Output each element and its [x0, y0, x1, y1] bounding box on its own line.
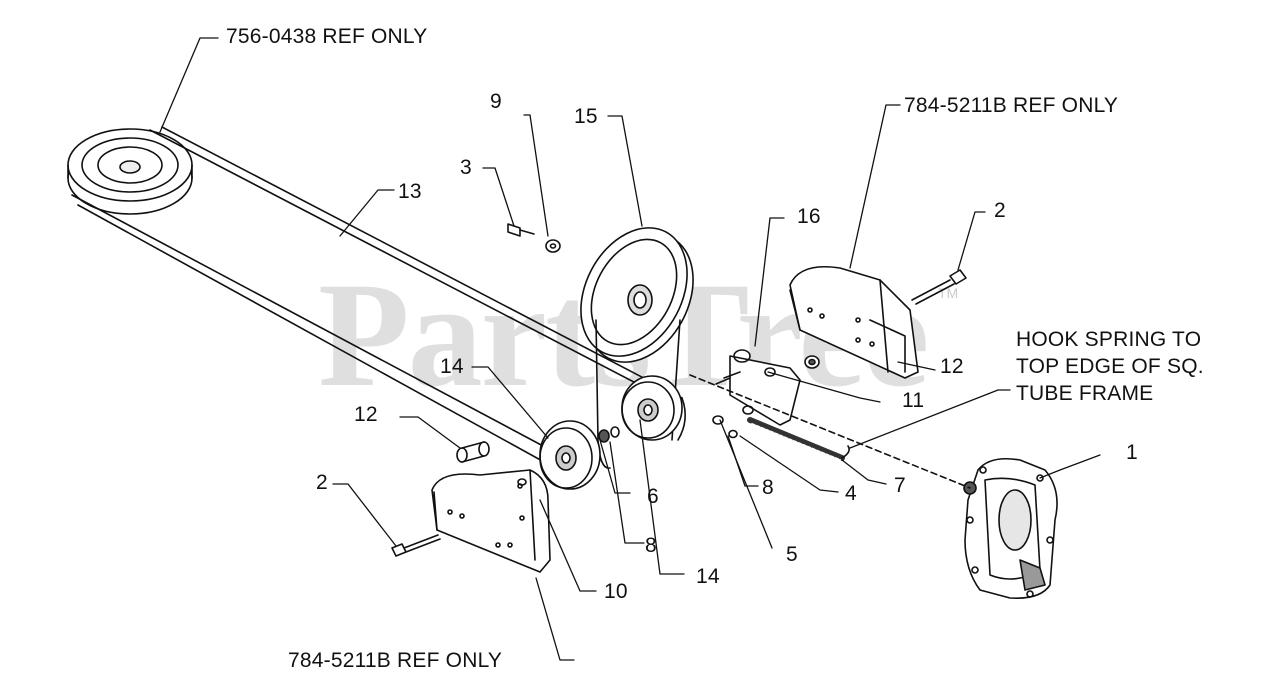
part-number-2-right: 2: [994, 199, 1006, 222]
bolt-and-washer: [507, 223, 561, 253]
part-number-5: 5: [786, 543, 798, 566]
part-number-12-left: 12: [354, 403, 378, 426]
engine-pulley: [67, 128, 193, 215]
part-number-8-center: 8: [645, 534, 657, 557]
label-bracket-ref-bottom: 784-5211B REF ONLY: [288, 649, 503, 672]
part-number-4: 4: [845, 482, 857, 505]
part-number-6: 6: [647, 485, 659, 508]
large-pulley: [580, 227, 694, 469]
part-number-13: 13: [398, 180, 422, 203]
label-belt-ref: 756-0438 REF ONLY: [226, 25, 428, 48]
note-line-2: TOP EDGE OF SQ.: [1016, 355, 1204, 378]
part-number-9: 9: [490, 90, 502, 113]
shaft-centerline: [689, 374, 971, 489]
tension-spring: [747, 417, 850, 461]
bracket-right: [789, 266, 919, 379]
part-number-14-left: 14: [440, 355, 464, 378]
part-number-10: 10: [604, 580, 628, 603]
idler-pulley-left: [539, 420, 620, 490]
part-number-16: 16: [797, 205, 821, 228]
spacer-left: [456, 441, 490, 463]
note-line-1: HOOK SPRING TO: [1016, 328, 1202, 351]
part-number-8-right: 8: [762, 476, 774, 499]
part-number-11: 11: [902, 389, 925, 412]
bolt-right: [911, 269, 967, 305]
part-number-7: 7: [894, 474, 906, 497]
part-number-2-left: 2: [316, 471, 328, 494]
label-bracket-ref-top: 784-5211B REF ONLY: [904, 94, 1119, 117]
part-number-1: 1: [1126, 441, 1138, 464]
bolt-left: [391, 534, 441, 557]
note-line-3: TUBE FRAME: [1016, 382, 1154, 405]
leader-lines: [159, 37, 1101, 661]
transmission-housing: [963, 457, 1058, 600]
part-number-12-right: 12: [940, 355, 964, 378]
part-number-15: 15: [574, 105, 598, 128]
idler-pulley: [621, 375, 683, 441]
part-number-3: 3: [460, 156, 472, 179]
part-number-14-bottom: 14: [696, 565, 720, 588]
idler-arm: [712, 349, 801, 439]
bracket-left: [431, 469, 551, 573]
